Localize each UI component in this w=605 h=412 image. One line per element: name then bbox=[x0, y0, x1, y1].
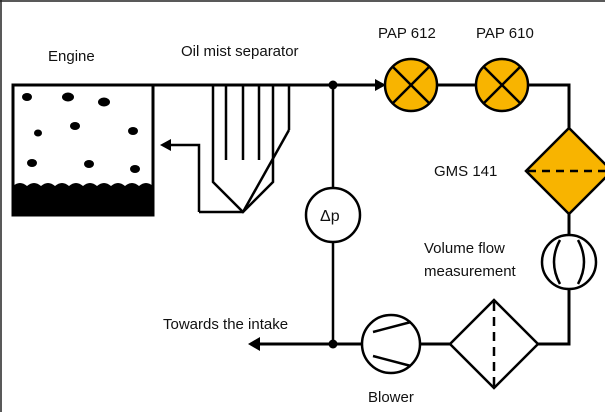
separator-label: Oil mist separator bbox=[181, 43, 299, 60]
gms141-label: GMS 141 bbox=[434, 163, 497, 180]
oil-mist-separator bbox=[168, 85, 291, 214]
blower-label: Blower bbox=[368, 389, 414, 406]
junction-bottom bbox=[328, 339, 338, 349]
volume-flow-label-line2: measurement bbox=[424, 263, 517, 280]
pap610-label: PAP 610 bbox=[476, 25, 534, 42]
engine-oil-droplets bbox=[22, 92, 140, 173]
flow-meter-icon bbox=[540, 233, 598, 291]
pipe-pap610-to-gms141 bbox=[528, 83, 571, 128]
pap612-pump-icon bbox=[383, 57, 439, 113]
delta-p-label: Δp bbox=[320, 208, 340, 225]
pap612-label: PAP 612 bbox=[378, 25, 436, 42]
gms141-filter-icon bbox=[524, 126, 605, 216]
engine-label: Engine bbox=[48, 48, 95, 65]
arrow-to-intake-icon bbox=[248, 337, 260, 351]
plain-filter-icon bbox=[448, 298, 540, 390]
engine-oil-sump bbox=[13, 183, 153, 215]
engine-block bbox=[11, 83, 155, 217]
pipe-flowmeter-to-filter bbox=[538, 289, 571, 346]
arrow-to-pap612-icon bbox=[375, 79, 386, 91]
pap610-pump-icon bbox=[474, 57, 530, 113]
delta-p-gauge-icon: Δp bbox=[304, 186, 362, 244]
arrow-return-to-engine-icon bbox=[160, 139, 171, 151]
blower-icon bbox=[360, 313, 422, 375]
volume-flow-label-line1: Volume flow bbox=[424, 240, 505, 257]
intake-label: Towards the intake bbox=[163, 316, 288, 333]
